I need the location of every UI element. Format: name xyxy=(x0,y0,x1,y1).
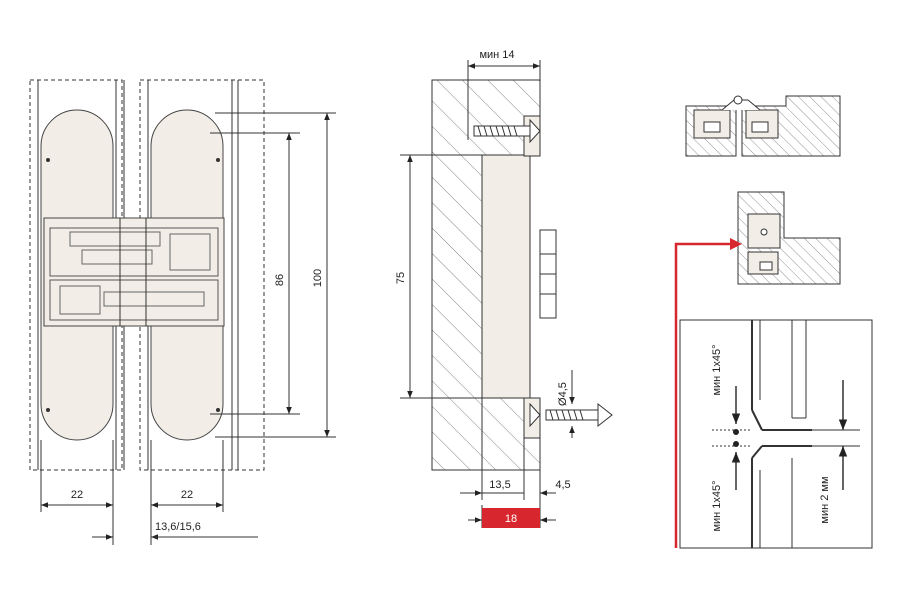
screw-diameter-label: Ø4,5 xyxy=(557,382,569,406)
dim-depth-label: 13,5 xyxy=(489,479,510,491)
hinge-plan-open xyxy=(737,191,841,285)
hinge-front-view xyxy=(29,79,336,545)
dim-min14-label: мин 14 xyxy=(479,49,514,61)
hinge-in-mortise xyxy=(481,154,531,399)
hinge-section-view xyxy=(400,60,613,528)
dim-22-right-label: 22 xyxy=(181,489,193,501)
dim-86-label: 86 xyxy=(274,274,286,286)
dim-75-label: 75 xyxy=(395,272,407,284)
dim-offset-label: 4,5 xyxy=(555,479,570,491)
chamfer-bottom-label: мин 1x45° xyxy=(711,480,723,531)
hinge-plan-closed xyxy=(685,95,841,157)
hinge-mechanism xyxy=(43,217,225,327)
bottom-screw xyxy=(529,402,613,428)
min-gap-label: мин 2 мм xyxy=(819,476,831,523)
dim-100-label: 100 xyxy=(312,269,324,287)
door-thickness-badge xyxy=(482,508,540,528)
dim-22-left-label: 22 xyxy=(71,489,83,501)
chamfer-top-label: мин 1x45° xyxy=(711,344,723,395)
chamfer-detail xyxy=(679,319,873,549)
detail-frame xyxy=(679,319,873,549)
top-screw xyxy=(473,118,541,144)
detail-leader xyxy=(674,238,742,548)
door-thickness-label: 18 xyxy=(505,513,517,525)
dim-gap-label: 13,6/15,6 xyxy=(155,521,201,533)
